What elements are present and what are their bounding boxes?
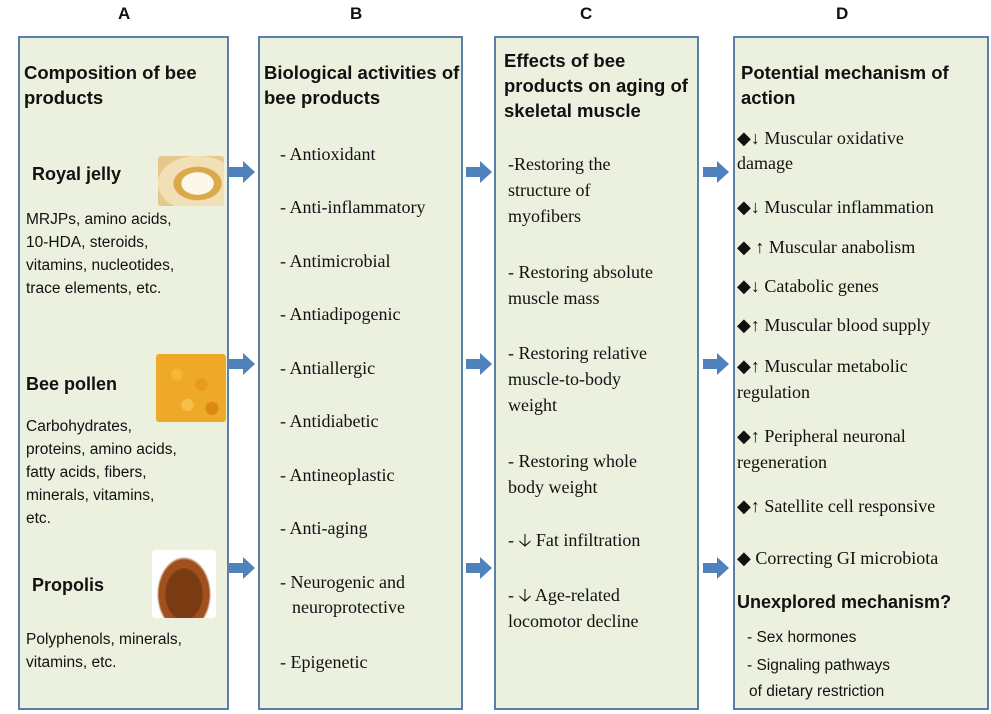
column-letter-a: A [118,4,130,24]
panel-composition: Composition of bee products Royal jelly … [18,36,229,710]
mechanism-item: ◆ Correcting GI microbiota [737,546,938,571]
panel-biological-activities: Biological activities of bee products - … [258,36,463,710]
bee-pollen-label: Bee pollen [26,372,117,396]
mechanism-item: regulation [737,380,810,405]
mechanism-item: regeneration [737,450,827,475]
column-letter-d: D [836,4,848,24]
bee-pollen-image [156,354,226,422]
panel-c-title: Effects of bee products on aging of skel… [504,48,699,123]
arrow-right-icon [703,160,729,184]
arrow-right-icon [703,556,729,580]
bee-pollen-line-4: minerals, vitamins, [26,484,154,507]
panel-mechanism: Potential mechanism of action ◆↓ Muscula… [733,36,989,710]
effect-item: body weight [508,475,598,500]
royal-jelly-image [158,156,224,206]
arrow-right-icon [703,352,729,376]
activity-item: - Anti-aging [280,516,368,541]
bee-pollen-line-2: proteins, amino acids, [26,438,177,461]
propolis-image [152,550,216,618]
royal-jelly-line-4: trace elements, etc. [26,277,161,300]
activity-item: - Antioxidant [280,142,376,167]
activity-item: - Antiadipogenic [280,302,400,327]
royal-jelly-line-2: 10-HDA, steroids, [26,231,148,254]
arrow-right-icon [466,556,492,580]
unexplored-title: Unexplored mechanism? [737,590,951,614]
mechanism-item: ◆↓ Muscular oxidative [737,126,904,151]
royal-jelly-label: Royal jelly [32,162,121,186]
panel-b-title: Biological activities of bee products [264,60,463,110]
arrow-right-icon [466,352,492,376]
royal-jelly-line-1: MRJPs, amino acids, [26,208,172,231]
unexplored-item: - Sex hormones [747,626,856,649]
effect-item: weight [508,393,557,418]
activity-item: neuroprotective [292,595,405,620]
effect-item: - Restoring relative [508,341,647,366]
effect-item: - Restoring absolute [508,260,653,285]
bee-pollen-line-1: Carbohydrates, [26,415,132,438]
mechanism-item: ◆↑ Peripheral neuronal [737,424,906,449]
effect-item: - 🡣 Age-related [508,583,620,608]
mechanism-item: ◆↑ Muscular blood supply [737,313,930,338]
effect-item: - 🡣 Fat infiltration [508,528,640,553]
propolis-line-2: vitamins, etc. [26,651,116,674]
panel-effects-on-aging: Effects of bee products on aging of skel… [494,36,699,710]
effect-item: structure of [508,178,590,203]
effect-item: muscle-to-body [508,367,621,392]
activity-item: - Neurogenic and [280,570,405,595]
activity-item: - Antidiabetic [280,409,378,434]
effect-item: locomotor decline [508,609,638,634]
column-letter-b: B [350,4,362,24]
mechanism-item: damage [737,151,793,176]
activity-item: - Antineoplastic [280,463,394,488]
panel-d-title: Potential mechanism of action [741,60,989,110]
activity-item: - Anti-inflammatory [280,195,425,220]
arrow-right-icon [466,160,492,184]
activity-item: - Antiallergic [280,356,375,381]
mechanism-item: ◆ ↑ Muscular anabolism [737,235,915,260]
panel-a-title: Composition of bee products [24,60,229,110]
effect-item: - Restoring whole [508,449,637,474]
mechanism-item: ◆↑ Muscular metabolic [737,354,908,379]
mechanism-item: ◆↓ Muscular inflammation [737,195,934,220]
column-letter-c: C [580,4,592,24]
effect-item: muscle mass [508,286,600,311]
bee-pollen-line-3: fatty acids, fibers, [26,461,147,484]
mechanism-item: ◆↓ Catabolic genes [737,274,879,299]
mechanism-item: ◆↑ Satellite cell responsive [737,494,935,519]
arrow-right-icon [229,556,255,580]
effect-item: -Restoring the [508,152,610,177]
activity-item: - Epigenetic [280,650,367,675]
arrow-right-icon [229,352,255,376]
unexplored-item: - Signaling pathways [747,654,890,677]
activity-item: - Antimicrobial [280,249,390,274]
bee-pollen-line-5: etc. [26,507,51,530]
arrow-right-icon [229,160,255,184]
royal-jelly-line-3: vitamins, nucleotides, [26,254,174,277]
propolis-label: Propolis [32,573,104,597]
unexplored-item: of dietary restriction [749,680,884,703]
propolis-line-1: Polyphenols, minerals, [26,628,182,651]
effect-item: myofibers [508,204,581,229]
